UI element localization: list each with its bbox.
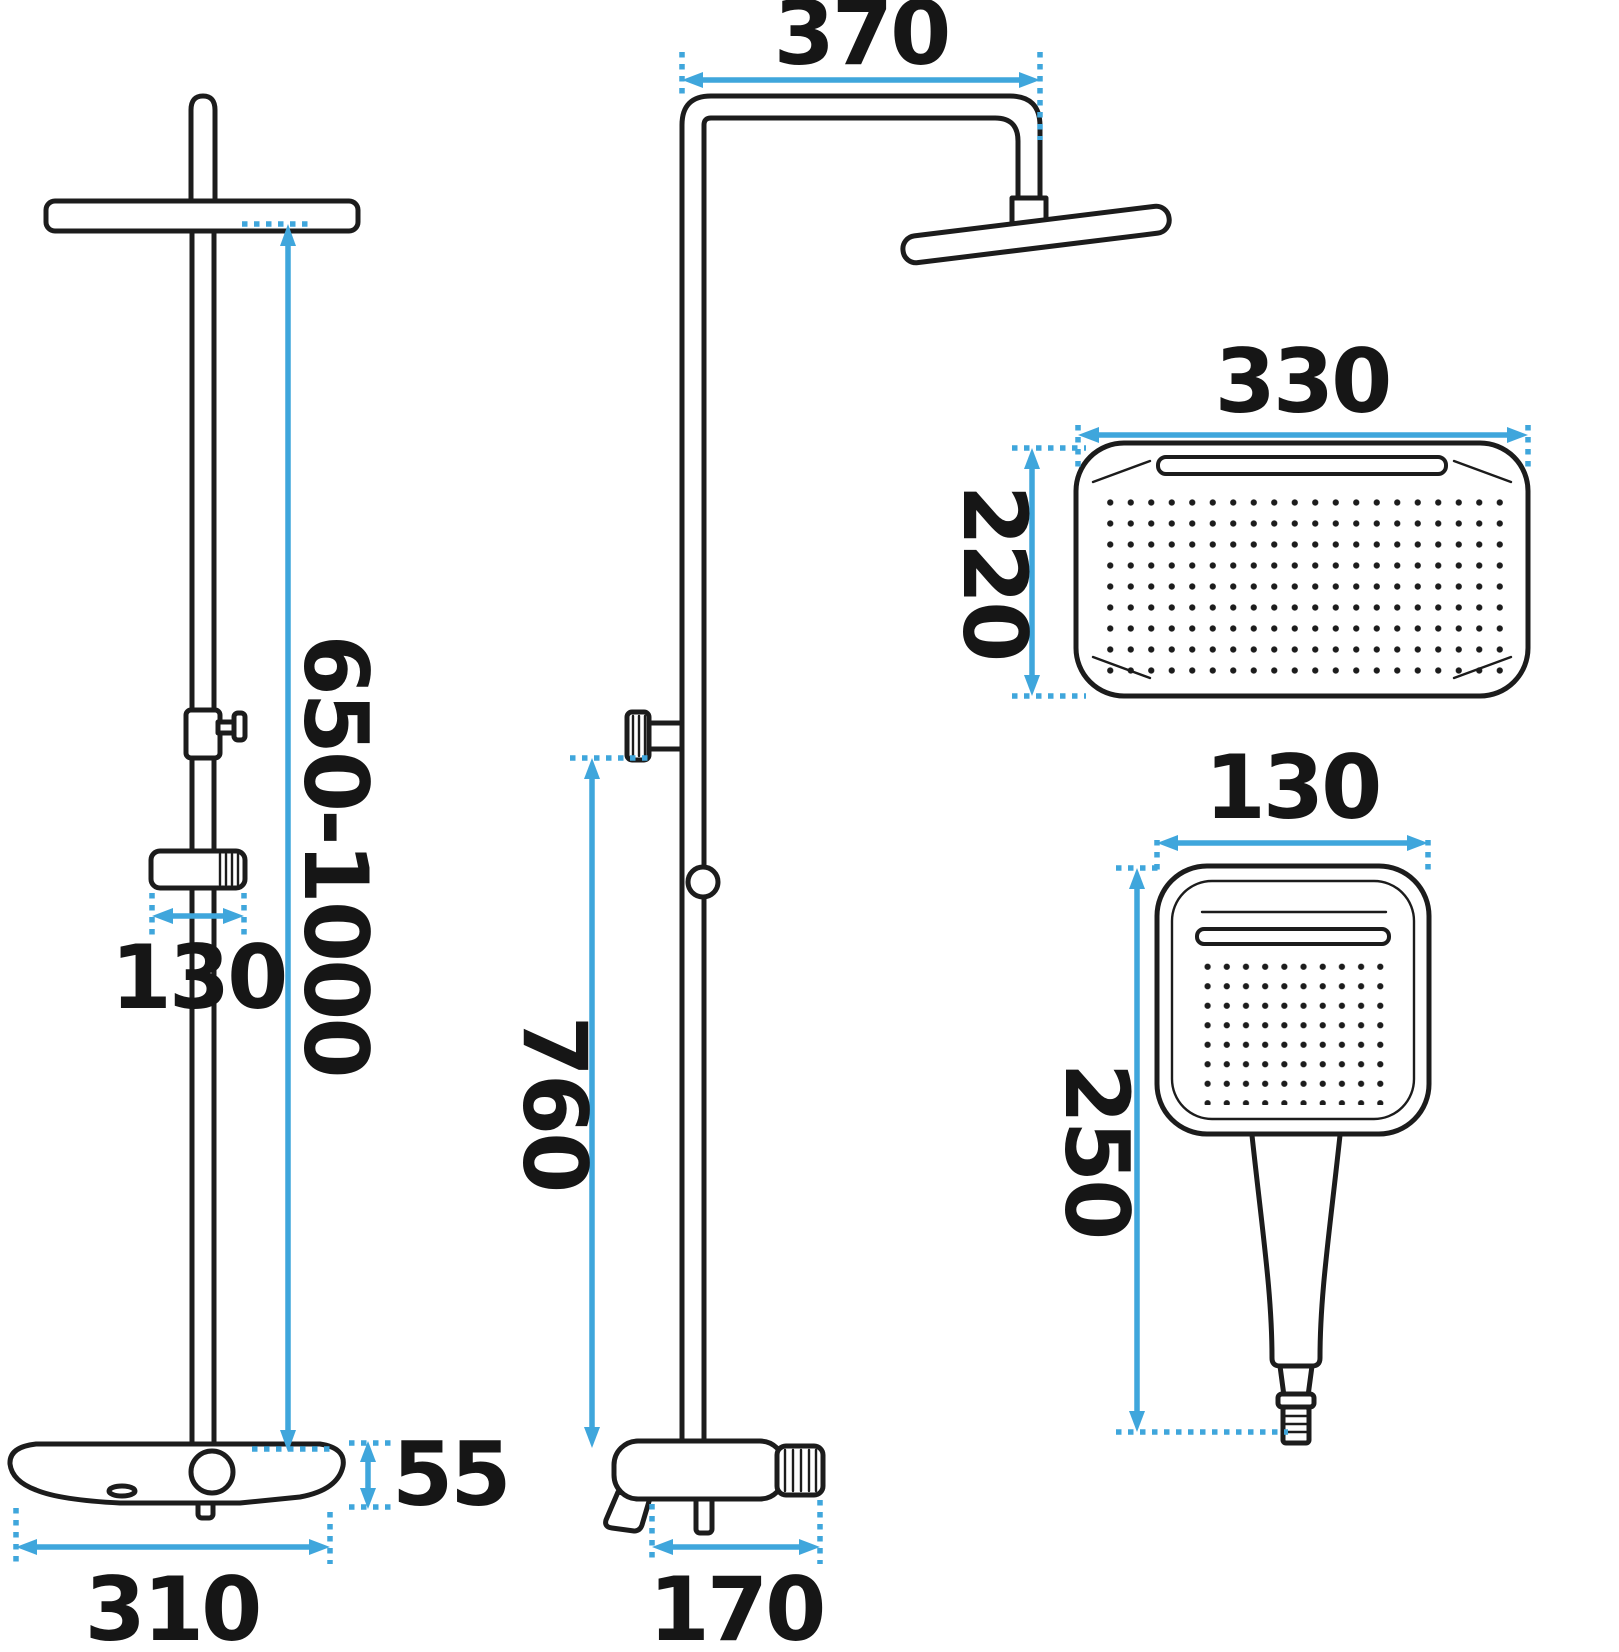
arrowhead-up — [1129, 868, 1145, 889]
dim-label-hand-shower-height: 250 — [1045, 1063, 1148, 1238]
mixer-body-side — [611, 1438, 787, 1502]
dimensions-layer: 650-1000 130 310 — [13, 0, 1531, 1652]
slider-knurl-lines — [218, 852, 240, 887]
arrowhead-left — [152, 908, 173, 924]
diverter-body — [183, 707, 223, 761]
riser-tube-and-arm — [679, 93, 1043, 1451]
arrowhead-right — [1407, 835, 1428, 851]
arrowhead-left — [652, 1539, 673, 1555]
front-view-figure — [7, 93, 361, 1521]
dim-overhead-width: 330 — [1075, 330, 1531, 468]
arrowhead-left — [1157, 835, 1178, 851]
dim-label-base-height: 55 — [392, 1423, 508, 1526]
arrowhead-down — [1024, 675, 1040, 696]
mixer-bottom-outlet-side — [693, 1494, 715, 1536]
dim-label-overhead-height: 220 — [943, 485, 1046, 660]
dim-label-column-height: 760 — [503, 1016, 606, 1191]
overhead-corner-facets — [1091, 459, 1513, 680]
side-view-figure — [603, 93, 1172, 1536]
dim-overhead-height: 220 — [943, 445, 1086, 699]
hand-shower-figure — [1154, 863, 1432, 1446]
hose-ring — [685, 864, 721, 900]
overhead-waterfall-slot — [1156, 455, 1448, 476]
dim-hand-shower-width: 130 — [1154, 736, 1431, 874]
diverter-knob — [231, 710, 248, 743]
arrowhead-down — [584, 1427, 600, 1448]
hand-shower-handle — [1248, 1123, 1344, 1369]
arrowhead-up — [360, 1441, 376, 1462]
arrowhead-down — [280, 1430, 296, 1452]
overhead-shower-nozzle-grid — [1100, 492, 1508, 680]
arrowhead-up — [584, 758, 600, 779]
arrowhead-right — [1507, 427, 1528, 443]
arrowhead-up — [1024, 448, 1040, 469]
arrowhead-left — [16, 1539, 37, 1555]
dim-label-base-depth: 170 — [649, 1558, 824, 1652]
mixer-spout-side — [603, 1489, 653, 1534]
arrowhead-left — [1078, 427, 1099, 443]
dim-base-depth: 170 — [649, 1500, 826, 1652]
dim-base-width: 310 — [13, 1508, 333, 1652]
wall-bracket-knurl-lines — [631, 714, 647, 758]
arrowhead-down — [360, 1488, 376, 1509]
dim-column-height: 760 — [503, 755, 650, 1448]
wall-bracket-arm — [646, 720, 685, 752]
arrowhead-right — [1019, 72, 1040, 88]
arrowhead-left — [682, 72, 703, 88]
riser-pole-front — [189, 228, 217, 1450]
hand-shower-waterfall-slot — [1195, 927, 1391, 946]
mixer-inlet-oval — [106, 1483, 138, 1499]
overhead-shower-side — [900, 203, 1172, 266]
dim-slider-width: 130 — [111, 893, 288, 1029]
overhead-plate-edge — [43, 198, 361, 234]
mixer-knob-front — [188, 1448, 236, 1496]
mixer-body-front — [7, 1441, 346, 1506]
dim-pole-height: 650-1000 — [242, 221, 387, 1452]
dim-arm-length: 370 — [679, 0, 1043, 140]
arrowhead-up — [280, 224, 296, 246]
arrowhead-right — [223, 908, 244, 924]
hand-shower-nozzle-grid — [1198, 957, 1390, 1105]
dim-label-arm-length: 370 — [774, 0, 949, 85]
dim-label-base-width: 310 — [85, 1558, 260, 1652]
dim-label-pole-height: 650-1000 — [284, 634, 387, 1075]
dim-label-slider-width: 130 — [111, 926, 286, 1029]
dim-hand-shower-height: 250 — [1045, 865, 1288, 1435]
mixer-knob-knurl-lines — [783, 1448, 818, 1493]
slider-clamp — [148, 848, 248, 891]
arrowhead-right — [309, 1539, 330, 1555]
dim-base-height: 55 — [349, 1423, 511, 1526]
top-pipe — [188, 93, 218, 213]
arrowhead-down — [1129, 1411, 1145, 1432]
hand-shower-inner-contour — [1170, 879, 1416, 1121]
dim-label-hand-shower-width: 130 — [1205, 736, 1380, 839]
arrowhead-right — [799, 1539, 820, 1555]
dim-label-overhead-width: 330 — [1215, 330, 1390, 433]
